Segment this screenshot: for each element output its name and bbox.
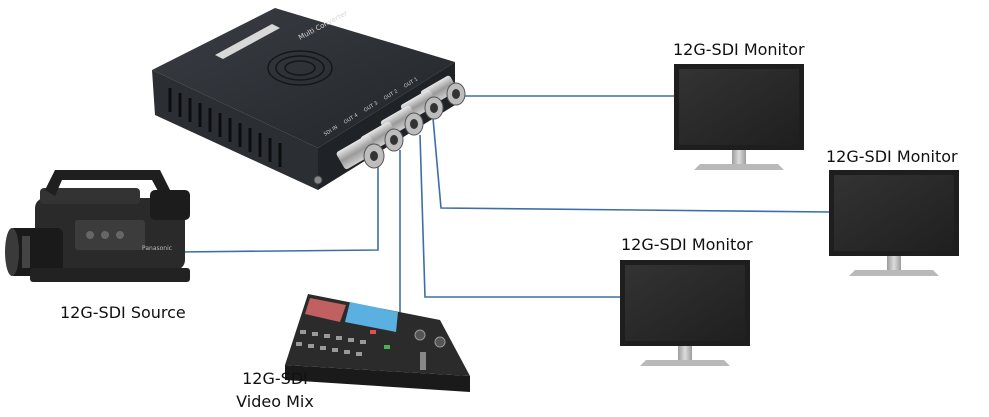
monitor-right [829,170,959,276]
label-mixer-line1: 12G-SDI [242,369,308,388]
device-label-plate [215,24,280,59]
camcorder: Panasonic [5,170,190,282]
device-left-face [152,70,318,190]
label-monitor-bottom: 12G-SDI Monitor [621,235,753,254]
cable-to-bottom-monitor [419,134,621,298]
monitor-top [674,64,804,170]
device-top-face [152,8,455,148]
label-source: 12G-SDI Source [60,303,186,322]
vent-slots [168,88,282,167]
video-mixer [285,294,470,392]
label-mixer-line2: Video Mix [236,392,314,411]
bnc-connectors [336,75,466,170]
power-jack [313,175,323,185]
cable-from-source [177,165,379,253]
converter-device: Multi Converter OUT 1 OUT 2 OUT 3 OUT 4 … [152,8,466,190]
camera-brand: Panasonic [142,245,172,252]
label-monitor-right: 12G-SDI Monitor [826,147,958,166]
cables [177,95,831,318]
bnc-connector [336,134,385,170]
cable-to-right-monitor [432,117,831,213]
label-monitor-top: 12G-SDI Monitor [673,40,805,59]
fan-grille [267,50,333,86]
monitor-bottom [620,260,750,366]
